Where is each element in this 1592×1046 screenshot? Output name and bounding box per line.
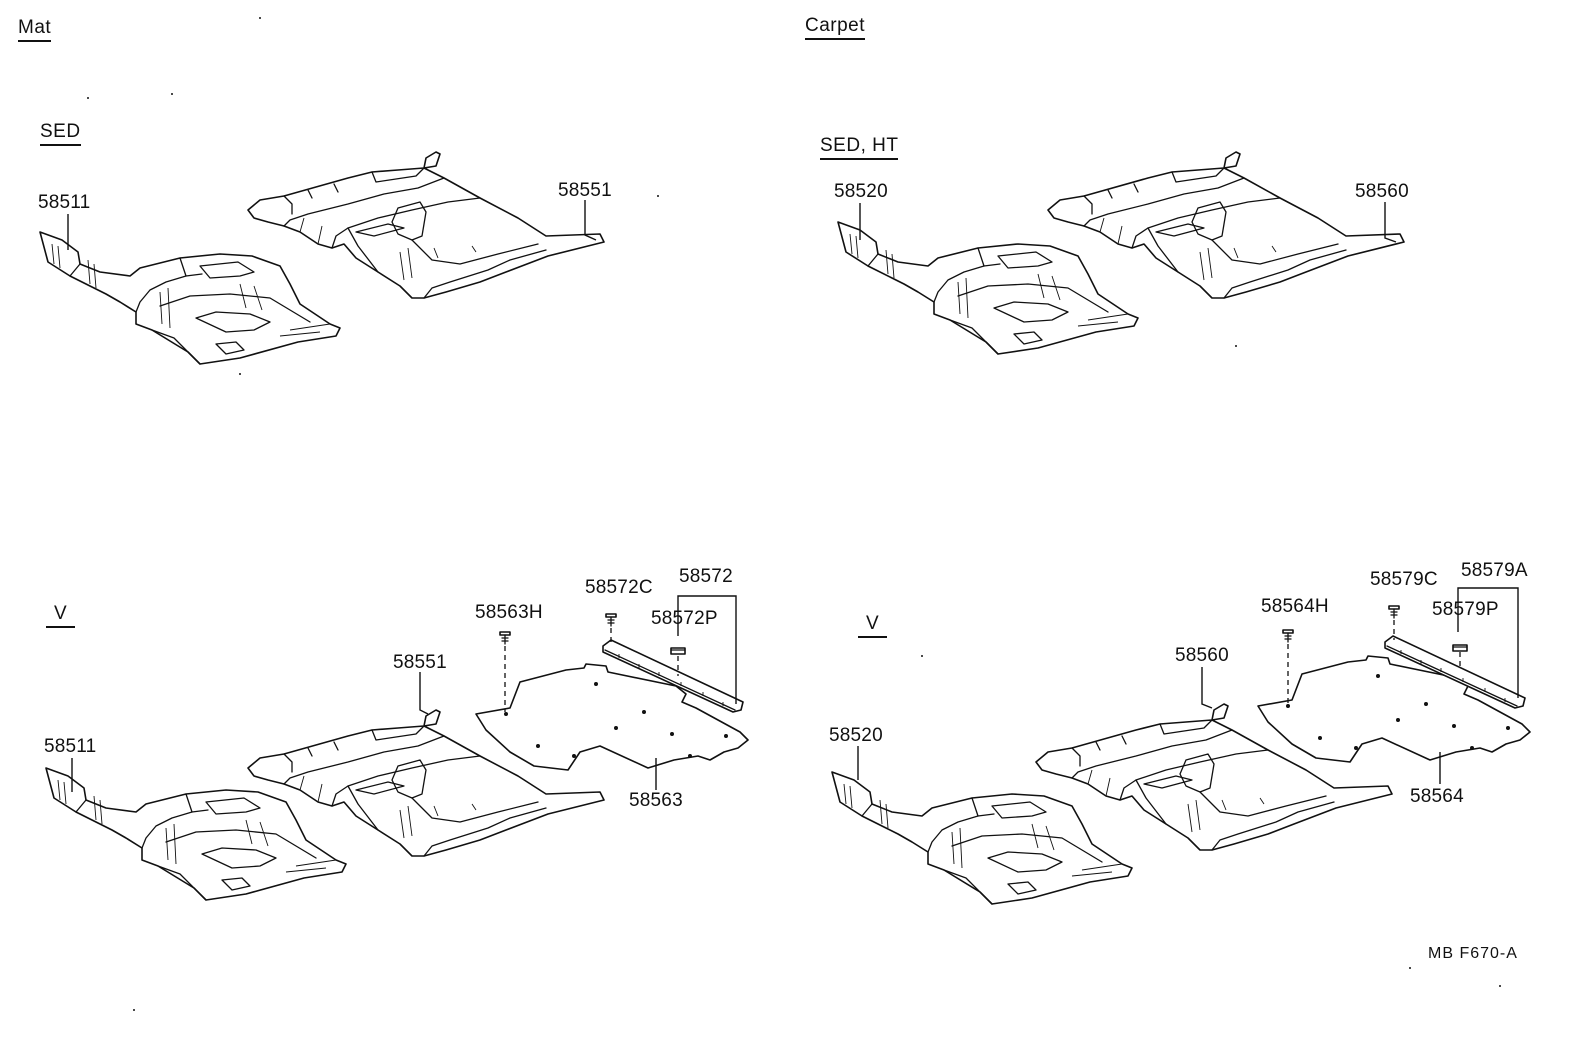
section-header-mat: Mat [18, 18, 52, 42]
mat-v-clip-icon [499, 631, 511, 645]
carpet-v-cargo-piece [1257, 655, 1531, 763]
carpet-sed-ht-front-piece [837, 221, 1139, 355]
part-number-carpet-v-rear: 58560 [1175, 645, 1229, 666]
mat-v-cargo-piece [475, 663, 749, 771]
variant-label-carpet-sed-ht: SED, HT [820, 136, 899, 160]
part-number-mat-v-front: 58511 [44, 736, 97, 757]
part-number-carpet-v-plate-plug: 58579P [1432, 599, 1499, 620]
carpet-v-clip-icon [1282, 629, 1294, 643]
leader-mat-sed-rear [584, 200, 597, 241]
part-number-mat-v-clip: 58563H [475, 602, 543, 623]
part-number-carpet-sed-ht-front: 58520 [834, 181, 888, 202]
part-number-mat-v-cargo: 58563 [629, 790, 683, 811]
part-number-carpet-v-front: 58520 [829, 725, 883, 746]
scan-specks [87, 17, 1501, 1011]
mat-v-plug-icon [670, 647, 686, 655]
part-number-mat-sed-front: 58511 [38, 192, 91, 213]
part-number-mat-sed-rear: 58551 [558, 180, 612, 201]
leader-mat-v-rear [419, 672, 429, 715]
variant-label-mat-v: V [46, 604, 76, 628]
figure-code: MB F670-A [1428, 945, 1518, 962]
mat-sed-front-piece [39, 231, 341, 365]
carpet-v-front-piece [831, 771, 1133, 905]
leader-carpet-sed-ht-rear [1384, 202, 1397, 243]
mat-v-screw-icon [605, 613, 617, 627]
mat-sed-rear-piece [247, 151, 605, 299]
part-number-carpet-v-plate-screw: 58579C [1370, 569, 1438, 590]
carpet-v-screw-icon [1388, 605, 1400, 619]
variant-label-carpet-v: V [858, 614, 888, 638]
part-number-carpet-v-plate: 58579A [1461, 560, 1528, 581]
part-number-mat-v-plate-screw: 58572C [585, 577, 653, 598]
part-number-mat-v-plate: 58572 [679, 566, 733, 587]
part-number-mat-v-rear: 58551 [393, 652, 447, 673]
section-header-carpet: Carpet [805, 16, 866, 40]
part-number-carpet-v-clip: 58564H [1261, 596, 1329, 617]
part-number-carpet-sed-ht-rear: 58560 [1355, 181, 1409, 202]
bracket-mat-v-plate [677, 595, 737, 704]
part-number-mat-v-plate-plug: 58572P [651, 608, 718, 629]
variant-label-mat-sed: SED [40, 122, 81, 146]
bracket-carpet-v-plate [1457, 587, 1519, 698]
part-number-carpet-v-cargo: 58564 [1410, 786, 1464, 807]
carpet-sed-ht-rear-piece [1047, 151, 1405, 299]
leader-carpet-v-rear [1201, 667, 1213, 709]
carpet-v-plug-icon [1452, 644, 1468, 652]
